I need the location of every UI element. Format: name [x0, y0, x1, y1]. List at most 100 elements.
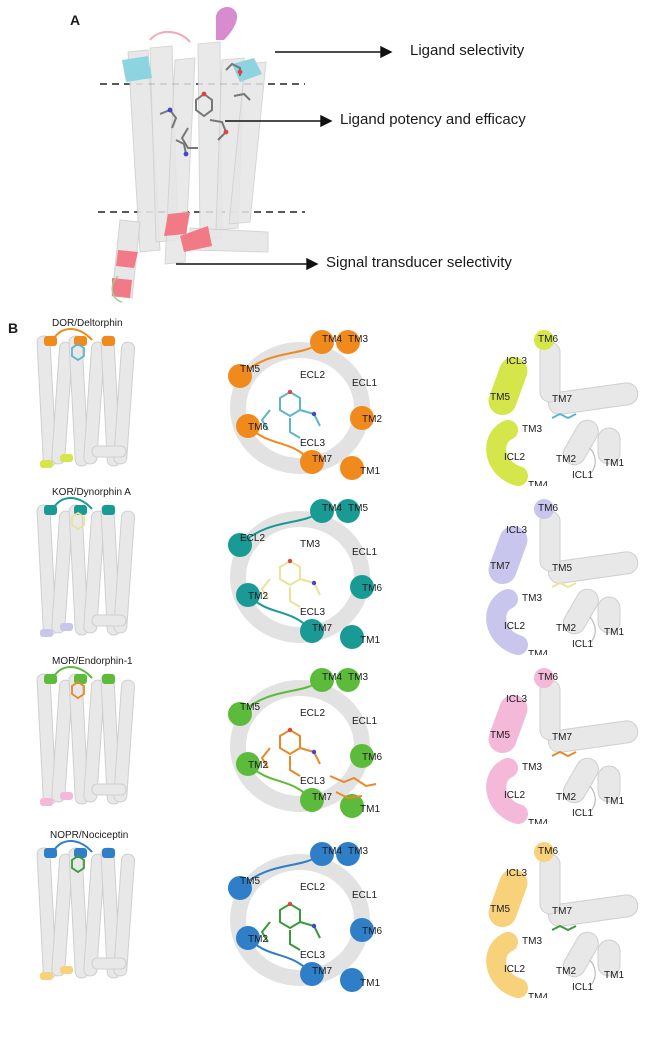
- bottom-view-label: TM7: [490, 561, 510, 572]
- callout-ligand-selectivity: Ligand selectivity: [410, 42, 525, 59]
- bottom-view-label: TM1: [604, 970, 624, 981]
- receptor-title: KOR/Dynorphin A: [52, 487, 131, 498]
- bottom-view-label: ICL3: [506, 525, 528, 536]
- top-view-label: ECL2: [300, 882, 325, 893]
- bottom-view-label: TM2: [556, 623, 576, 634]
- top-helix-end: [340, 794, 364, 818]
- top-helix-end: [350, 744, 374, 768]
- top-helix-end: [336, 842, 360, 866]
- bottom-view-label: TM4: [528, 818, 548, 824]
- bottom-view-label: TM1: [604, 627, 624, 638]
- bottom-view-label: TM5: [552, 563, 572, 574]
- bottom-view-label: TM4: [528, 649, 548, 655]
- bottom-view: [486, 499, 639, 655]
- top-helix-end: [350, 406, 374, 430]
- top-view-label: TM1: [360, 635, 380, 646]
- ligand-sticks: [260, 390, 321, 439]
- bottom-view-label: TM3: [522, 936, 542, 947]
- top-view-label: ECL3: [300, 776, 325, 787]
- panel-b-label: B: [8, 320, 19, 336]
- bottom-view-label: ICL3: [506, 694, 528, 705]
- bottom-view-label: TM7: [552, 394, 572, 405]
- bottom-view-label: ICL3: [506, 356, 528, 367]
- bottom-view-label: ICL1: [572, 639, 594, 650]
- top-helix-end: [336, 668, 360, 692]
- panel-a-ligand-atoms: [167, 69, 243, 157]
- top-view: [228, 499, 374, 649]
- top-view-label: ECL2: [300, 370, 325, 381]
- top-view-label: ECL3: [300, 950, 325, 961]
- top-view-label: TM3: [348, 672, 368, 683]
- ecl2-hairpin: [215, 6, 238, 40]
- side-view: [36, 840, 135, 980]
- side-view: [36, 666, 135, 806]
- bottom-view-label: TM7: [552, 906, 572, 917]
- panel-a-label: A: [70, 12, 81, 28]
- top-view-label: TM5: [240, 364, 260, 375]
- bottom-view: [486, 330, 639, 486]
- top-view-label: TM5: [240, 876, 260, 887]
- bottom-view-label: ICL2: [504, 964, 526, 975]
- top-helix-end: [336, 330, 360, 354]
- top-view: [228, 842, 374, 992]
- top-view-label: TM3: [348, 846, 368, 857]
- bottom-view-label: ICL2: [504, 452, 526, 463]
- icl-region-3: [164, 212, 190, 236]
- top-view-label: TM4: [322, 846, 342, 857]
- top-view-label: ECL2: [240, 533, 265, 544]
- top-view-label: TM4: [322, 334, 342, 345]
- bottom-view-label: TM2: [556, 966, 576, 977]
- receptor-title: MOR/Endorphin-1: [52, 656, 133, 667]
- top-view-label: TM2: [362, 414, 382, 425]
- callout-signal-transducer: Signal transducer selectivity: [326, 254, 512, 271]
- top-view: [228, 668, 377, 818]
- top-view-label: ECL1: [352, 378, 377, 389]
- bottom-view-label: TM1: [604, 458, 624, 469]
- side-view: [36, 497, 135, 637]
- top-view-label: TM1: [360, 804, 380, 815]
- top-view-label: TM6: [362, 926, 382, 937]
- top-view-label: TM7: [312, 792, 332, 803]
- bottom-view-label: TM3: [522, 424, 542, 435]
- top-view-label: ECL3: [300, 438, 325, 449]
- bottom-view-label: ICL2: [504, 621, 526, 632]
- bottom-view-label: ICL1: [572, 808, 594, 819]
- top-view-label: TM1: [360, 466, 380, 477]
- bottom-view-label: TM7: [552, 732, 572, 743]
- top-view-label: ECL3: [300, 607, 325, 618]
- top-view-label: ECL1: [352, 716, 377, 727]
- bottom-view-label: ICL2: [504, 790, 526, 801]
- bottom-view-label: TM1: [604, 796, 624, 807]
- top-view-label: TM6: [362, 583, 382, 594]
- ligand-sticks: [260, 559, 321, 608]
- icl-region-1: [116, 250, 138, 268]
- top-helix-end: [340, 456, 364, 480]
- bottom-view-label: ICL3: [506, 868, 528, 879]
- top-view-label: ECL1: [352, 547, 377, 558]
- side-view: [36, 328, 135, 468]
- panel-a-helices: [111, 41, 269, 299]
- bottom-view-label: TM5: [490, 904, 510, 915]
- panel-a-diagram: [98, 6, 393, 303]
- bottom-view-label: TM2: [556, 792, 576, 803]
- bottom-view-label: TM4: [528, 480, 548, 486]
- top-view-label: TM2: [248, 760, 268, 771]
- top-view-label: TM3: [300, 539, 320, 550]
- ecl-region-left: [122, 56, 152, 82]
- top-helix-end: [340, 625, 364, 649]
- icl-region-2: [112, 278, 132, 298]
- top-view-label: TM2: [248, 591, 268, 602]
- top-view-label: TM6: [248, 422, 268, 433]
- top-helix-end: [340, 968, 364, 992]
- bottom-view-label: TM5: [490, 392, 510, 403]
- top-view-label: TM4: [322, 672, 342, 683]
- bottom-view-label: TM5: [490, 730, 510, 741]
